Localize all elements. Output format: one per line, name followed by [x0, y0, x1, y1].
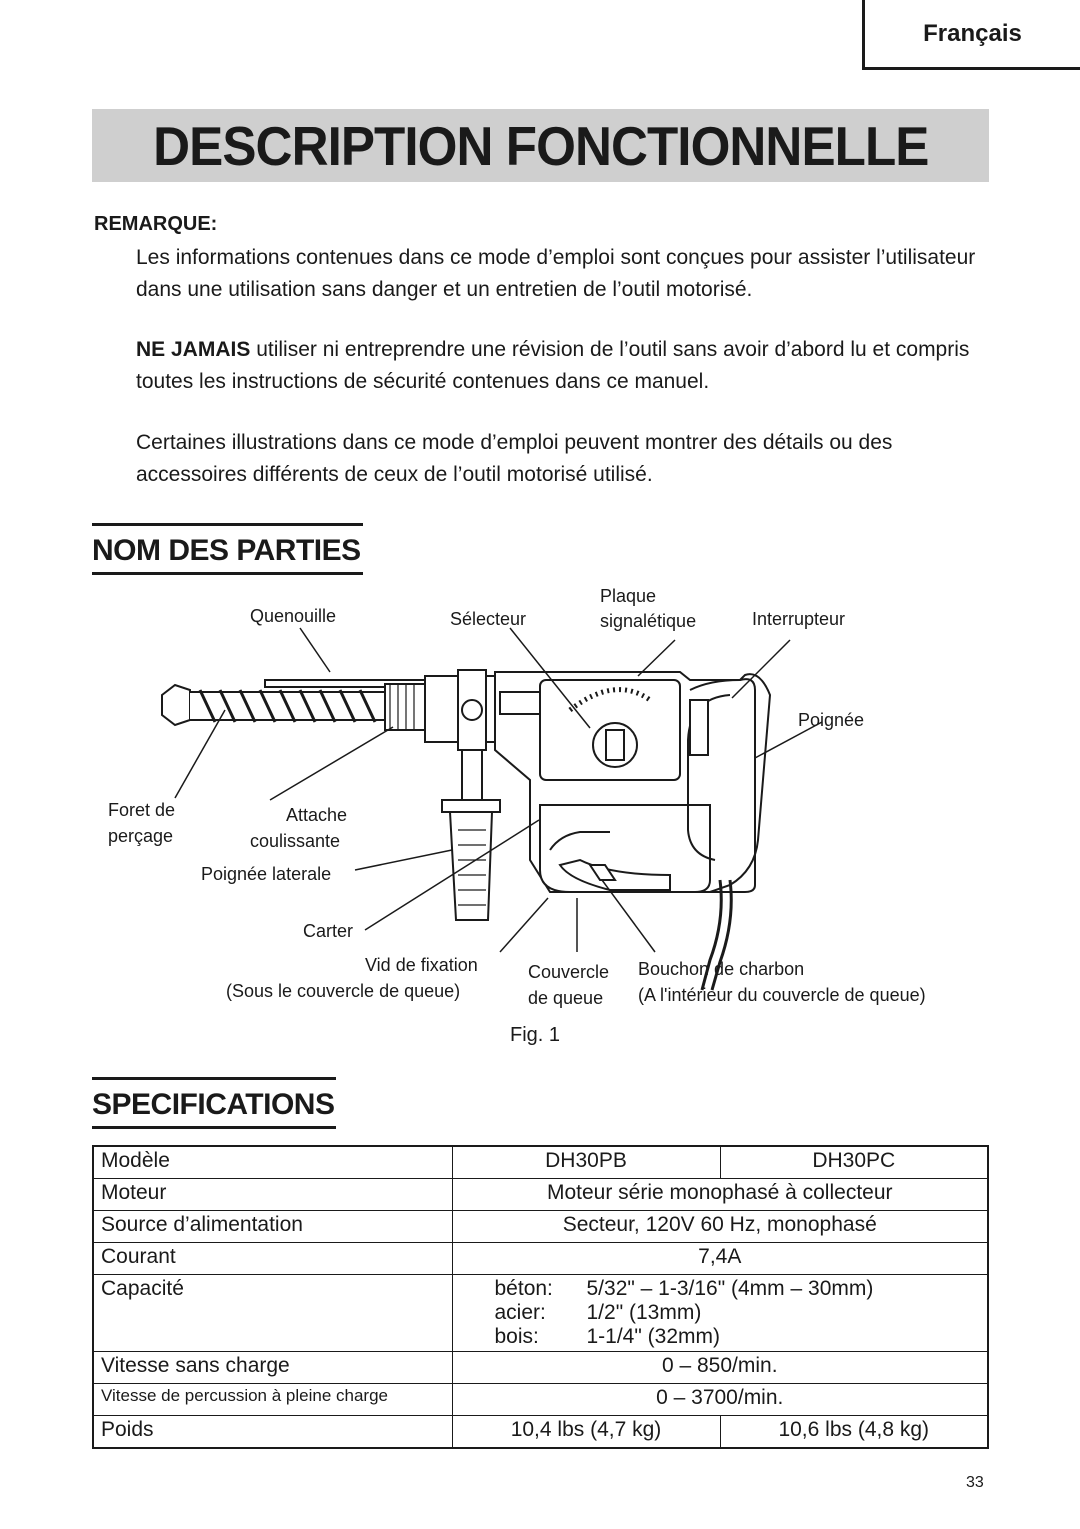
label-quenouille: Quenouille: [250, 606, 336, 626]
power-cord: [700, 879, 723, 991]
table-row: Moteur Moteur série monophasé à collecte…: [92, 1178, 989, 1211]
hammer-drill-figure: Quenouille Sélecteur Plaque signalétique…: [90, 580, 1000, 1010]
parts-heading: NOM DES PARTIES: [92, 523, 363, 575]
table-row: Vitesse de percussion à pleine charge 0 …: [92, 1383, 989, 1416]
label-couvercle-2: de queue: [528, 988, 603, 1008]
spec-label-vitesse: Vitesse sans charge: [92, 1351, 453, 1384]
side-handle-grip: [448, 811, 494, 921]
capacity-material-steel: acier:: [494, 1301, 546, 1324]
spec-value-capacite: béton: 5/32" – 1-3/16" (4mm – 30mm) acie…: [451, 1274, 989, 1352]
label-bouchon-2: (A l'intérieur du couvercle de queue): [638, 985, 926, 1005]
capacity-value-steel: 1/2" (13mm): [586, 1301, 702, 1324]
spec-value-model-pc: DH30PC: [719, 1145, 989, 1179]
side-handle-collar: [441, 799, 501, 813]
table-row: Capacité béton: 5/32" – 1-3/16" (4mm – 3…: [92, 1274, 989, 1352]
label-attache-2: coulissante: [250, 831, 340, 851]
remarque-paragraph-3: Certaines illustrations dans ce mode d’e…: [136, 431, 893, 486]
drill-bit-tip: [161, 683, 191, 727]
spec-value-weight-pc: 10,6 lbs (4,8 kg): [719, 1415, 989, 1449]
remarque-paragraph-2-rest: utiliser ni entreprendre une révision de…: [136, 338, 970, 393]
specs-heading: SPECIFICATIONS: [92, 1077, 337, 1129]
spec-label-source: Source d’alimentation: [92, 1210, 453, 1243]
spec-label-poids: Poids: [92, 1415, 453, 1449]
table-row: Courant 7,4A: [92, 1242, 989, 1275]
spec-value-model-pb: DH30PB: [451, 1145, 721, 1179]
chuck: [384, 683, 426, 731]
hammer-drill-illustration: Quenouille Sélecteur Plaque signalétique…: [108, 586, 926, 1008]
label-attache-1: Attache: [286, 805, 347, 825]
label-poignee: Poignée: [798, 710, 864, 730]
label-interrupteur: Interrupteur: [752, 609, 845, 629]
spec-value-percussion: 0 – 3700/min.: [451, 1383, 989, 1416]
language-tab: Français: [862, 0, 1080, 70]
page-title: DESCRIPTION FONCTIONNELLE: [152, 114, 929, 177]
spec-label-courant: Courant: [92, 1242, 453, 1275]
carbon-brush-cap: [588, 864, 617, 881]
spec-value-source: Secteur, 120V 60 Hz, monophasé: [451, 1210, 989, 1243]
spec-label-capacite: Capacité: [92, 1274, 453, 1352]
never-emphasis: NE JAMAIS: [136, 338, 251, 361]
page-title-bar: DESCRIPTION FONCTIONNELLE: [92, 109, 989, 182]
spec-label-percussion: Vitesse de percussion à pleine charge: [92, 1383, 453, 1416]
spec-value-courant: 7,4A: [451, 1242, 989, 1275]
specifications-table: Modèle DH30PB DH30PC Moteur Moteur série…: [92, 1145, 989, 1449]
spec-value-moteur: Moteur série monophasé à collecteur: [451, 1178, 989, 1211]
label-foret-2: perçage: [108, 826, 173, 846]
table-row: Modèle DH30PB DH30PC: [92, 1145, 989, 1179]
capacity-material-concrete: béton:: [494, 1277, 553, 1300]
table-row: Poids 10,4 lbs (4,7 kg) 10,6 lbs (4,8 kg…: [92, 1415, 989, 1449]
capacity-value-wood: 1-1/4" (32mm): [586, 1325, 721, 1348]
capacity-material-wood: bois:: [494, 1325, 539, 1348]
spec-label-modele: Modèle: [92, 1145, 453, 1179]
drill-bit-flutes: [198, 689, 377, 723]
label-vid-1: Vid de fixation: [365, 955, 478, 975]
figure-caption: Fig. 1: [510, 1024, 561, 1046]
label-poignee-laterale: Poignée laterale: [201, 864, 331, 884]
label-bouchon-1: Bouchon de charbon: [638, 959, 804, 979]
trigger-switch: [689, 699, 709, 756]
label-vid-2: (Sous le couvercle de queue): [226, 981, 460, 1001]
nameplate-window: [499, 691, 541, 715]
spec-label-moteur: Moteur: [92, 1178, 453, 1211]
rear-handle: [689, 673, 772, 893]
label-carter: Carter: [303, 921, 353, 941]
spec-value-weight-pb: 10,4 lbs (4,7 kg): [451, 1415, 721, 1449]
page-number: 33: [966, 1474, 984, 1491]
table-row: Source d’alimentation Secteur, 120V 60 H…: [92, 1210, 989, 1243]
spec-value-vitesse: 0 – 850/min.: [451, 1351, 989, 1384]
label-couvercle-1: Couvercle: [528, 962, 609, 982]
label-plaque-1: Plaque: [600, 586, 656, 606]
label-foret-1: Foret de: [108, 800, 175, 820]
language-label: Français: [923, 19, 1022, 47]
remarque-paragraph-1: Les informations contenues dans ce mode …: [136, 246, 976, 301]
capacity-value-concrete: 5/32" – 1-3/16" (4mm – 30mm): [586, 1277, 874, 1300]
remarque-label: REMARQUE:: [94, 213, 218, 235]
remarque-paragraph-2: NE JAMAIS utiliser ni entreprendre une r…: [136, 334, 992, 398]
label-selecteur: Sélecteur: [450, 609, 526, 629]
label-plaque-2: signalétique: [600, 611, 696, 631]
table-row: Vitesse sans charge 0 – 850/min.: [92, 1351, 989, 1384]
